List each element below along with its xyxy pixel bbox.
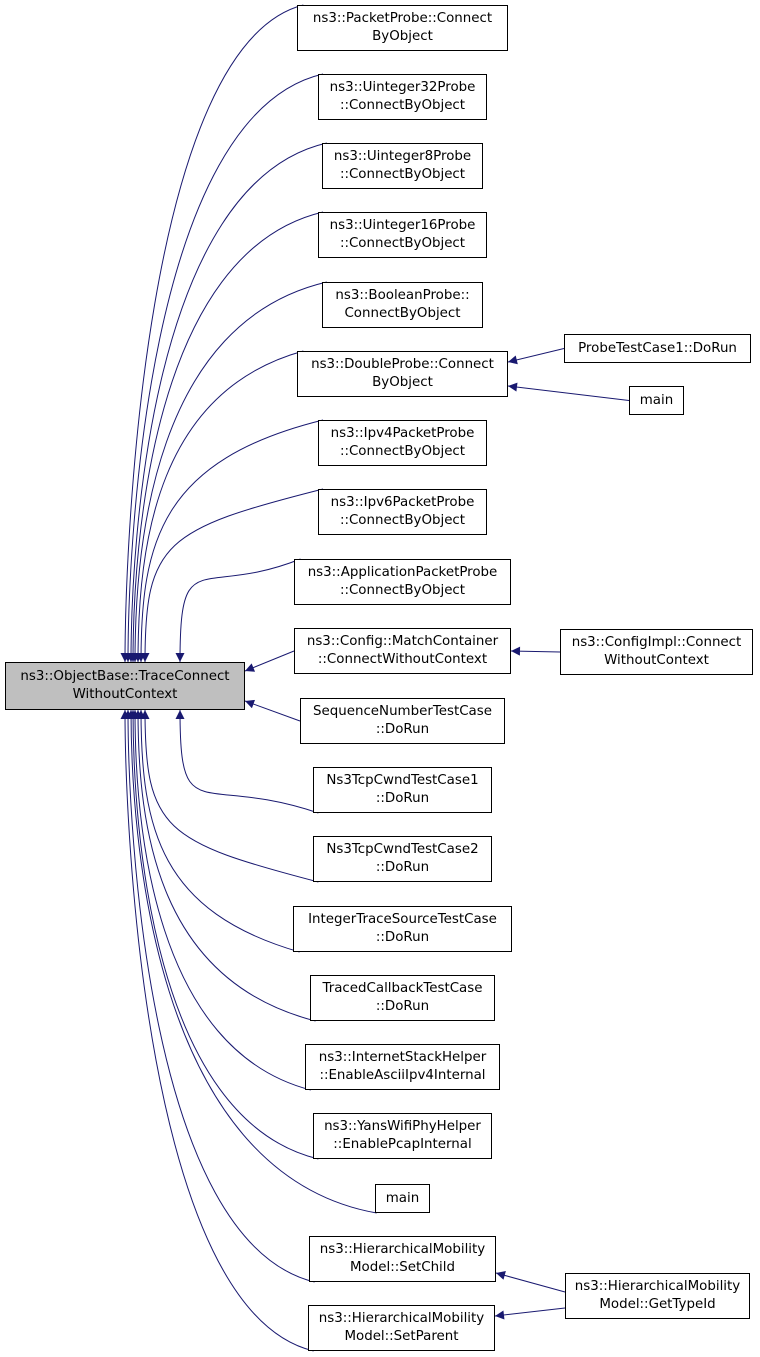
edge-n24-to-n19 [495, 1271, 566, 1293]
caller-node-n21[interactable]: ProbeTestCase1::DoRun [564, 334, 751, 363]
caller-node-n12[interactable]: Ns3TcpCwndTestCase1 ::DoRun [313, 767, 492, 813]
edge-n1-to-root [120, 4, 304, 663]
edge-n5-to-root [130, 281, 327, 663]
node-label: ns3::Uinteger16Probe ::ConnectByObject [329, 218, 476, 251]
edge-n19-to-root [123, 709, 315, 1283]
caller-node-n2[interactable]: ns3::Uinteger32Probe ::ConnectByObject [318, 74, 487, 120]
node-label: ProbeTestCase1::DoRun [578, 340, 737, 356]
edge-n4-to-root [128, 211, 324, 663]
node-label: ns3::Uinteger32Probe ::ConnectByObject [329, 80, 476, 113]
node-label: ns3::ConfigImpl::Connect WithoutContext [571, 635, 742, 668]
edge-n13-to-root [140, 709, 319, 883]
edge-n14-to-root [136, 709, 300, 953]
edge-n12-to-root [175, 709, 319, 814]
node-label: ns3::Ipv4PacketProbe ::ConnectByObject [330, 426, 475, 459]
node-label: Ns3TcpCwndTestCase1 ::DoRun [326, 773, 479, 806]
node-label: ns3::ObjectBase::TraceConnect WithoutCon… [20, 669, 230, 702]
node-label: ns3::HierarchicalMobility Model::GetType… [574, 1279, 741, 1312]
node-label: ns3::BooleanProbe:: ConnectByObject [335, 288, 470, 321]
node-label: ns3::Uinteger8Probe ::ConnectByObject [333, 149, 472, 182]
edge-n9-to-root [175, 558, 301, 663]
edge-n21-to-n6 [507, 348, 565, 365]
edge-n2-to-root [123, 73, 324, 663]
node-label: ns3::PacketProbe::Connect ByObject [312, 11, 493, 44]
node-label: ns3::ApplicationPacketProbe ::ConnectByO… [307, 565, 498, 598]
caller-node-n7[interactable]: ns3::Ipv4PacketProbe ::ConnectByObject [318, 420, 487, 466]
node-label: ns3::Ipv6PacketProbe ::ConnectByObject [330, 495, 475, 528]
caller-node-n5[interactable]: ns3::BooleanProbe:: ConnectByObject [322, 282, 483, 328]
caller-node-n18[interactable]: main [375, 1184, 430, 1213]
edge-n11-to-root [244, 699, 301, 722]
edge-n15-to-root [133, 709, 316, 1022]
edge-n6-to-root [133, 350, 304, 663]
caller-node-n11[interactable]: SequenceNumberTestCase ::DoRun [300, 698, 505, 744]
caller-node-n10[interactable]: ns3::Config::MatchContainer ::ConnectWit… [294, 628, 511, 674]
caller-node-n14[interactable]: IntegerTraceSourceTestCase ::DoRun [293, 906, 512, 952]
edge-n23-to-n10 [510, 646, 561, 656]
caller-node-n23[interactable]: ns3::ConfigImpl::Connect WithoutContext [560, 629, 753, 675]
caller-node-n1[interactable]: ns3::PacketProbe::Connect ByObject [297, 5, 508, 51]
caller-node-n24[interactable]: ns3::HierarchicalMobility Model::GetType… [565, 1273, 750, 1319]
caller-node-n22[interactable]: main [629, 386, 684, 415]
edge-n22-to-n6 [507, 382, 630, 401]
node-label: ns3::InternetStackHelper ::EnableAsciiIp… [318, 1050, 487, 1083]
caller-node-n8[interactable]: ns3::Ipv6PacketProbe ::ConnectByObject [318, 489, 487, 535]
caller-node-n9[interactable]: ns3::ApplicationPacketProbe ::ConnectByO… [294, 559, 511, 605]
node-label: main [639, 392, 674, 408]
edge-n3-to-root [126, 142, 327, 663]
caller-node-n19[interactable]: ns3::HierarchicalMobility Model::SetChil… [309, 1236, 496, 1282]
caller-node-n3[interactable]: ns3::Uinteger8Probe ::ConnectByObject [322, 143, 483, 189]
node-label: ns3::HierarchicalMobility Model::SetPare… [318, 1311, 485, 1344]
node-label: ns3::Config::MatchContainer ::ConnectWit… [306, 634, 499, 667]
node-label: ns3::HierarchicalMobility Model::SetChil… [319, 1242, 486, 1275]
node-label: ns3::YansWifiPhyHelper ::EnablePcapInter… [324, 1119, 481, 1152]
edge-n24-to-n20 [494, 1307, 566, 1320]
edge-n20-to-root [120, 709, 314, 1352]
caller-node-n17[interactable]: ns3::YansWifiPhyHelper ::EnablePcapInter… [313, 1113, 492, 1159]
edge-n18-to-root [126, 709, 377, 1214]
caller-node-n20[interactable]: ns3::HierarchicalMobility Model::SetPare… [308, 1305, 495, 1351]
node-label: main [385, 1190, 420, 1206]
root-node: ns3::ObjectBase::TraceConnect WithoutCon… [5, 662, 245, 710]
edge-n16-to-root [130, 709, 311, 1091]
node-label: ns3::DoubleProbe::Connect ByObject [311, 357, 494, 390]
caller-node-n16[interactable]: ns3::InternetStackHelper ::EnableAsciiIp… [305, 1044, 500, 1090]
caller-node-n6[interactable]: ns3::DoubleProbe::Connect ByObject [297, 351, 508, 397]
edge-n7-to-root [136, 419, 324, 663]
caller-node-n15[interactable]: TracedCallbackTestCase ::DoRun [310, 975, 495, 1021]
node-label: SequenceNumberTestCase ::DoRun [313, 704, 492, 737]
node-label: TracedCallbackTestCase ::DoRun [322, 981, 483, 1014]
node-label: IntegerTraceSourceTestCase ::DoRun [308, 912, 497, 945]
edge-n8-to-root [140, 488, 324, 663]
caller-node-n4[interactable]: ns3::Uinteger16Probe ::ConnectByObject [318, 212, 487, 258]
edge-n10-to-root [244, 650, 295, 672]
node-label: Ns3TcpCwndTestCase2 ::DoRun [326, 842, 479, 875]
edge-n17-to-root [128, 709, 319, 1160]
caller-node-n13[interactable]: Ns3TcpCwndTestCase2 ::DoRun [313, 836, 492, 882]
